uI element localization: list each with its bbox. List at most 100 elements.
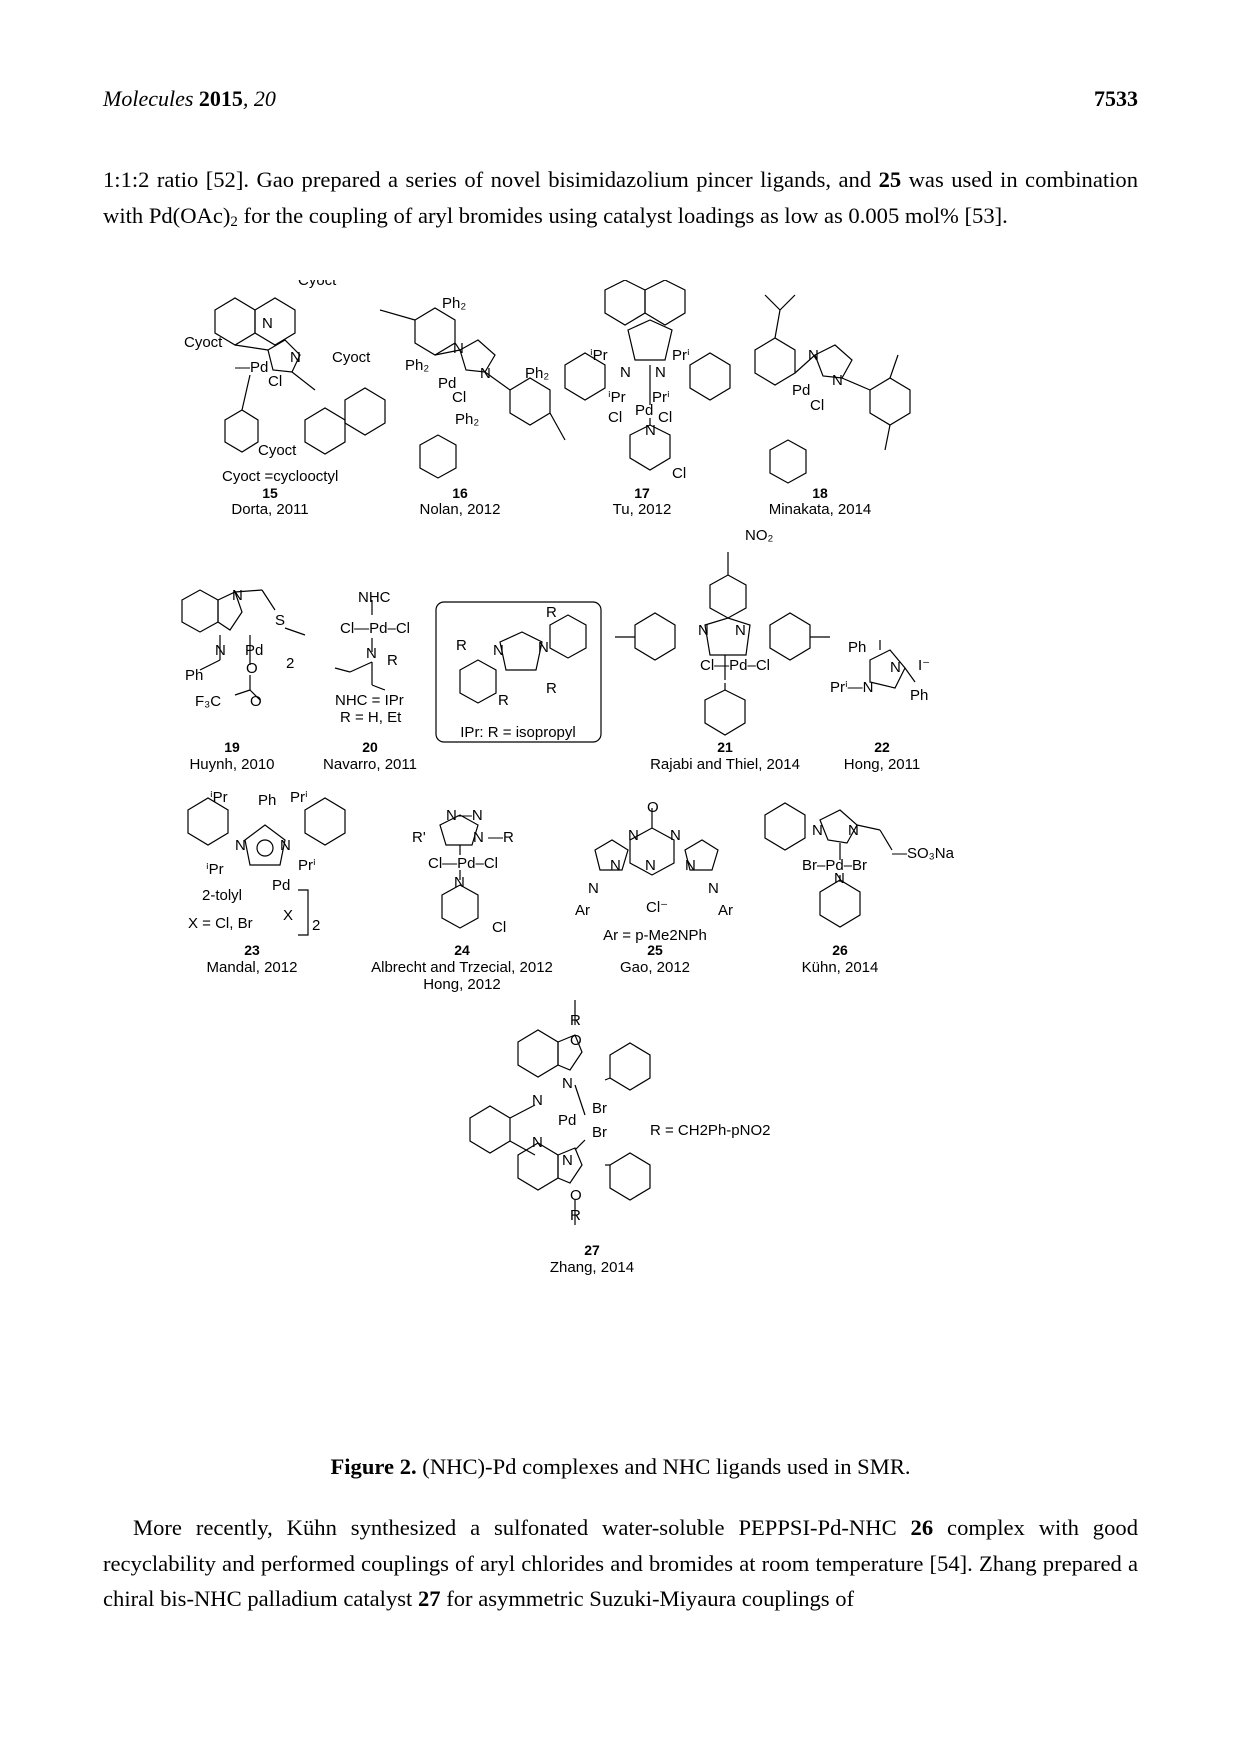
label-ph-22a: Ph xyxy=(848,639,866,656)
compound-number: 26 xyxy=(832,942,848,958)
compound-author: Mandal, 2012 xyxy=(207,959,298,976)
label-f3c-19: F₃C xyxy=(195,693,221,710)
label-clpdcl-24: Cl—Pd–Cl xyxy=(428,855,498,872)
structure-drawings xyxy=(181,280,916,1225)
nhc-definition: NHC = IPr xyxy=(335,692,404,709)
label-n-19b: N xyxy=(215,642,226,659)
compound-author: Kühn, 2014 xyxy=(802,959,879,976)
label-pri-17b: Prⁱ xyxy=(672,347,690,364)
label-nn-24: N—N xyxy=(446,807,483,824)
caption-text: (NHC)-Pd complexes and NHC ligands used … xyxy=(416,1454,911,1479)
label-n-23a: N xyxy=(235,837,246,854)
label-nhc-20: NHC xyxy=(358,589,391,606)
compound-number: 18 xyxy=(812,485,828,501)
label-n-25d: N xyxy=(610,857,621,874)
label-r-27a: R xyxy=(570,1012,581,1029)
label-2-23: 2 xyxy=(312,917,320,934)
label-n-21a: N xyxy=(698,622,709,639)
label-r-ipr-d: R xyxy=(546,680,557,697)
label-s-19: S xyxy=(275,612,285,629)
label-pd-17: Pd xyxy=(635,402,653,419)
compound-number: 25 xyxy=(647,942,663,958)
compound-author: Tu, 2012 xyxy=(613,501,672,518)
label-cyoct-2: Cyoct xyxy=(184,334,223,351)
r-definition-27: R = CH2Ph-pNO2 xyxy=(650,1122,770,1139)
label-o-27a: O xyxy=(570,1032,582,1049)
label-ipr-23c: ⁱPr xyxy=(206,861,224,878)
label-ar-25b: Ar xyxy=(718,902,733,919)
label-n-15a: N xyxy=(262,315,273,332)
compound-number: 23 xyxy=(244,942,260,958)
label-ph-22b: Ph xyxy=(910,687,928,704)
label-cyoct-1: Cyoct xyxy=(298,280,337,289)
label-ph2-d: Ph₂ xyxy=(455,411,479,428)
label-n-27c: N xyxy=(532,1134,543,1151)
label-r-ipr-a: R xyxy=(546,604,557,621)
label-ph2-a: Ph₂ xyxy=(442,295,466,312)
label-pd-27: Pd xyxy=(558,1112,576,1129)
page-header: Molecules 2015, 20 7533 xyxy=(103,86,1138,116)
compound-number: 20 xyxy=(362,739,378,755)
compound-number: 16 xyxy=(452,485,468,501)
label-n-17a: N xyxy=(620,364,631,381)
label-o-27b: O xyxy=(570,1187,582,1204)
label-n-18a: N xyxy=(808,347,819,364)
label-cl-24: Cl xyxy=(492,919,506,936)
label-r-27b: R xyxy=(570,1207,581,1224)
journal-citation: Molecules 2015, 20 xyxy=(103,86,276,111)
label-n-19a: N xyxy=(232,587,243,604)
label-r-ipr-c: R xyxy=(498,692,509,709)
label-n-20: N xyxy=(366,645,377,662)
label-so3na-26: —SO₃Na xyxy=(892,845,955,862)
label-cl-15: Cl xyxy=(268,373,282,390)
label-n-23b: N xyxy=(280,837,291,854)
journal-name: Molecules xyxy=(103,86,194,111)
label-n-25c: N xyxy=(645,857,656,874)
compound-author: Dorta, 2011 xyxy=(231,501,308,518)
label-pri-23d: Prⁱ xyxy=(298,857,316,874)
compound-author: Albrecht and Trzecial, 2012 xyxy=(371,959,553,976)
label-n-ipr-a: N xyxy=(493,642,504,659)
compound-author: Hong, 2011 xyxy=(844,756,920,773)
paragraph-1: 1:1:2 ratio [52]. Gao prepared a series … xyxy=(103,167,1139,230)
label-n-25a: N xyxy=(628,827,639,844)
label-cl-17a: Cl xyxy=(608,409,622,426)
compound-author: Gao, 2012 xyxy=(620,959,690,976)
label-n-24: N xyxy=(473,829,484,846)
journal-year: 2015 xyxy=(198,86,243,111)
paragraph-2: More recently, Kühn synthesized a sulfon… xyxy=(103,1515,1138,1611)
label-n-15b: N xyxy=(290,349,301,366)
page-number: 7533 xyxy=(1094,86,1138,111)
label-n-27b: N xyxy=(532,1092,543,1109)
compound-number: 21 xyxy=(717,739,733,755)
ar-definition: Ar = p-Me2NPh xyxy=(603,927,707,944)
label-cl-17b: Cl xyxy=(658,409,672,426)
label-ph2-c: Ph₂ xyxy=(405,357,429,374)
label-n-17c: N xyxy=(645,422,656,439)
label-n-17b: N xyxy=(655,364,666,381)
label-br-27b: Br xyxy=(592,1124,607,1141)
compound-author: Rajabi and Thiel, 2014 xyxy=(650,756,800,773)
compound-author: Minakata, 2014 xyxy=(769,501,872,518)
label-no2-21: NO₂ xyxy=(745,527,774,544)
label-pri-23b: Prⁱ xyxy=(290,789,308,806)
label-n-25g: N xyxy=(708,880,719,897)
label-cl-16: Cl xyxy=(452,389,466,406)
r-definition: R = H, Et xyxy=(340,709,402,726)
label-n-16b: N xyxy=(480,365,491,382)
compound-author: Zhang, 2014 xyxy=(550,1259,634,1276)
label-n-21b: N xyxy=(735,622,746,639)
label-n-27d: N xyxy=(562,1152,573,1169)
label-cl-18: Cl xyxy=(810,397,824,414)
compound-author-2: Hong, 2012 xyxy=(423,976,501,993)
label-n-24c: N xyxy=(454,874,465,891)
cyoct-definition: Cyoct =cyclooctyl xyxy=(222,468,338,485)
label-ph-23: Ph xyxy=(258,792,276,809)
label-clpdcl-21: Cl—Pd–Cl xyxy=(700,657,770,674)
tolyl-note: 2-tolyl xyxy=(202,887,242,904)
compound-number: 17 xyxy=(634,485,650,501)
label-r-ipr-b: R xyxy=(456,637,467,654)
label-o-19b: O xyxy=(250,693,262,710)
label-o-19a: O xyxy=(246,660,258,677)
label-n-16a: N xyxy=(453,340,464,357)
